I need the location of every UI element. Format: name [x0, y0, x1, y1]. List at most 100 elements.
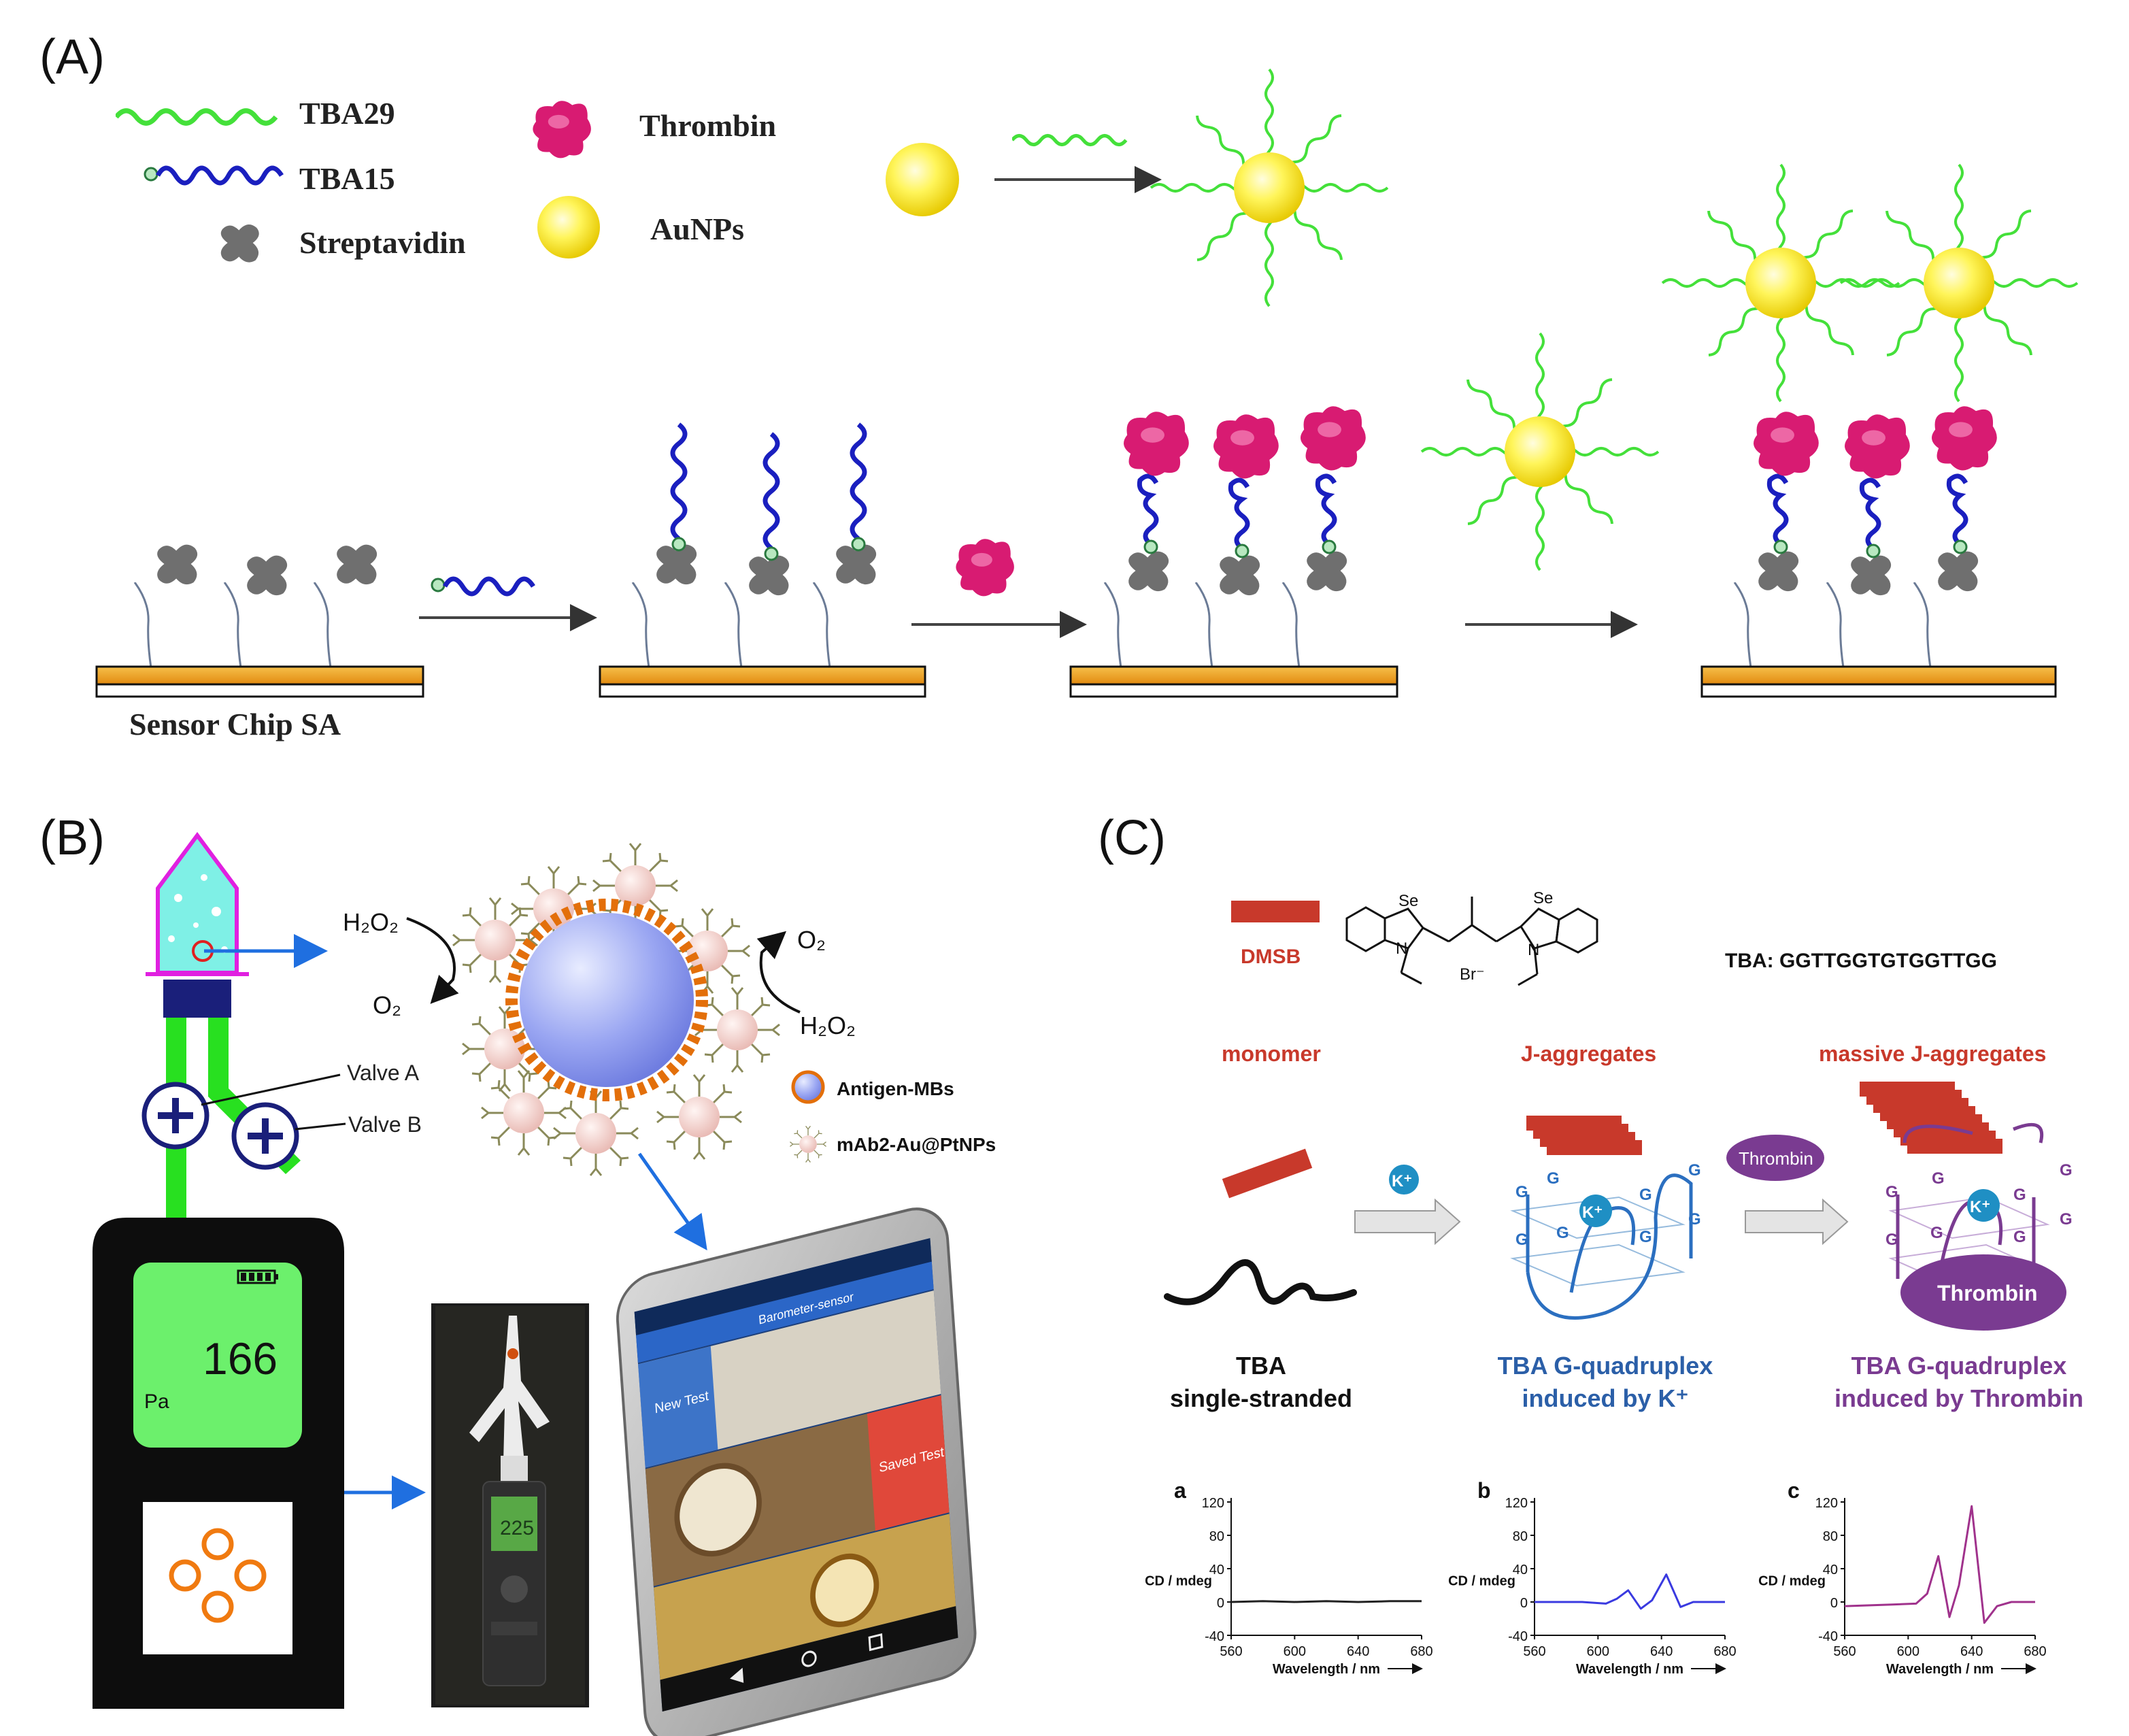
valve-a-label: Valve A [347, 1061, 420, 1085]
streptavidin-icon [157, 544, 198, 585]
caption-k-1: TBA G-quadruplex [1498, 1352, 1713, 1380]
caption-single-2: single-stranded [1170, 1384, 1352, 1412]
cd-spectrum-line [1535, 1573, 1725, 1610]
pressure-meter-device: 166 Pa [93, 1218, 344, 1709]
o2-right: O₂ [797, 926, 826, 954]
chart-panel-letter: a [1174, 1478, 1186, 1503]
arrow-step-3 [1420, 332, 1660, 638]
x-tick-label: 600 [1897, 1644, 1920, 1659]
x-axis-label: Wavelength / nm [1886, 1662, 1994, 1677]
se-left-label: Se [1398, 892, 1418, 910]
tba-sequence: TBA: GGTTGGTGTGGTTGG [1725, 950, 1997, 972]
valve-b-icon[interactable] [231, 1102, 299, 1170]
g-label: G [1639, 1228, 1652, 1246]
g-label: G [1515, 1183, 1528, 1201]
state-monomer: monomer [1222, 1041, 1321, 1066]
g-label: G [1688, 1210, 1701, 1229]
meter-buttons[interactable] [169, 1528, 267, 1623]
sensor-chip-4 [1661, 163, 2079, 698]
panel-a-label: (A) [39, 30, 105, 84]
panel-b: (B) Valve A Valve B [39, 811, 996, 1736]
x-tick-label: 600 [1284, 1644, 1306, 1659]
thrombin-arrow: Thrombin [1726, 1135, 1849, 1246]
reaction-arrow-icon [756, 931, 801, 1014]
streptavidin-icon [247, 555, 288, 596]
arrow-icon [637, 1152, 707, 1251]
legend-b: Antigen-MBs mAb2-Au@PtNPs [789, 1070, 996, 1163]
sensor-chip-3 [1069, 406, 1398, 698]
aunp-functionalization [886, 68, 1389, 307]
chart-panel-letter: c [1788, 1478, 1800, 1503]
y-tick-label: 120 [1202, 1496, 1224, 1511]
meter-unit: Pa [144, 1390, 169, 1413]
arrow-step-1 [419, 576, 597, 631]
y-tick-label: 0 [1520, 1596, 1528, 1611]
k-ion-label: K⁺ [1582, 1203, 1603, 1222]
tba15-legend-icon [144, 165, 284, 186]
g-label: G [1515, 1231, 1528, 1249]
mab2-nanoparticle-icon [789, 1125, 827, 1163]
valve-a-icon[interactable] [141, 1082, 209, 1150]
meter-value: 166 [203, 1333, 278, 1384]
h2o2-right: H₂O₂ [800, 1012, 856, 1039]
photo-reading: 225 [500, 1517, 534, 1539]
dmsb-bar-icon [1231, 901, 1320, 922]
streptavidin-legend-icon [220, 224, 259, 263]
y-tick-label: -40 [1818, 1629, 1838, 1644]
caption-thrombin-2: induced by Thrombin [1834, 1384, 2083, 1412]
dmsb-monomer-icon [1222, 1148, 1313, 1199]
dmsb-structure [1345, 897, 1598, 986]
thrombin-ellipse-label: Thrombin [1937, 1281, 2038, 1305]
legend-thrombin-label: Thrombin [639, 108, 776, 143]
y-tick-label: 0 [1830, 1596, 1838, 1611]
x-axis-label: Wavelength / nm [1273, 1662, 1380, 1677]
aunp-legend-icon [537, 196, 600, 258]
aunp-icon [886, 143, 959, 216]
caption-k-2: induced by K⁺ [1522, 1384, 1688, 1412]
new-test-tile[interactable] [638, 1346, 718, 1468]
saved-test-tile[interactable] [867, 1395, 950, 1531]
caption-thrombin-1: TBA G-quadruplex [1851, 1352, 2067, 1380]
x-tick-label: 680 [1713, 1644, 1736, 1659]
reaction-vial-icon [146, 831, 328, 1018]
g-label: G [1930, 1224, 1943, 1242]
legend-aunps-label: AuNPs [650, 212, 744, 246]
x-tick-label: 640 [1960, 1644, 1983, 1659]
y-tick-label: 80 [1209, 1529, 1224, 1544]
y-tick-label: 80 [1513, 1529, 1528, 1544]
x-tick-label: 640 [1650, 1644, 1673, 1659]
x-tick-label: 680 [1410, 1644, 1432, 1659]
sensor-chip-2 [599, 422, 926, 698]
legend-tba15-label: TBA15 [299, 161, 395, 196]
y-axis-label: CD / mdeg [1448, 1574, 1515, 1589]
g-label: G [2013, 1186, 2026, 1204]
y-tick-label: 80 [1823, 1529, 1838, 1544]
battery-icon [237, 1269, 278, 1284]
g-label: G [1556, 1224, 1569, 1242]
g-label: G [2060, 1161, 2073, 1180]
panel-a: (A) TBA29 TBA15 Streptavidin Thrombin Au… [39, 30, 2079, 741]
g-label: G [1688, 1161, 1701, 1180]
magnetic-bead-complex [452, 842, 781, 1177]
panel-c-label: (C) [1098, 811, 1166, 865]
y-tick-label: 40 [1513, 1563, 1528, 1578]
tba29-legend-icon [116, 111, 276, 123]
bromide-label: Br⁻ [1460, 965, 1485, 984]
dmsb-label: DMSB [1241, 946, 1301, 968]
state-j-aggregates: J-aggregates [1521, 1041, 1656, 1066]
streptavidin-icon [337, 544, 378, 585]
state-massive-j-aggregates: massive J-aggregates [1819, 1041, 2046, 1066]
g-label: G [2013, 1228, 2026, 1246]
reaction-arrow-icon [406, 917, 459, 1004]
k-ion-label: K⁺ [1970, 1198, 1990, 1216]
arrow-step-2 [911, 539, 1087, 638]
panel-c: (C) DMSB Se Se N N Br⁻ TBA: GGTTGGTGTGGT… [1098, 811, 2083, 1677]
y-tick-label: 40 [1209, 1563, 1224, 1578]
y-tick-label: -40 [1205, 1629, 1224, 1644]
legend-mab-label: mAb2-Au@PtNPs [837, 1134, 996, 1155]
g-label: G [1885, 1231, 1898, 1249]
x-axis-label: Wavelength / nm [1576, 1662, 1683, 1677]
